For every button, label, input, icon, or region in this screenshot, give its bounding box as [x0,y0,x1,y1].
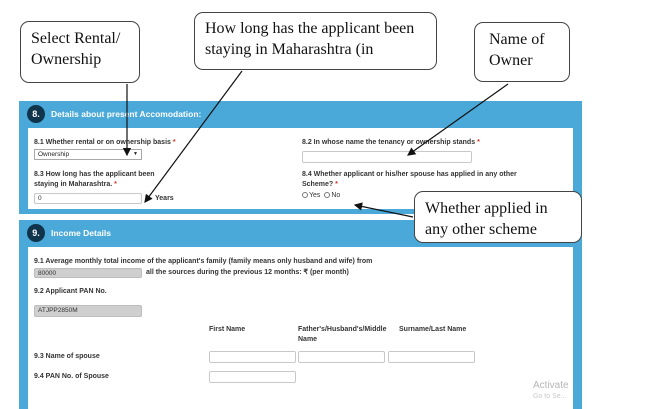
section-number-badge: 8. [27,105,45,123]
section-number-badge: 9. [27,224,45,242]
q94-label: 9.4 PAN No. of Spouse [34,373,109,380]
arrow-owner [407,83,509,156]
activate-watermark-sub: Go to Se... [533,393,567,400]
accommodation-title: Details about present Accomodation: [51,109,202,119]
spouse-first-name-input[interactable] [209,351,296,363]
rental-ownership-select[interactable]: Ownership▼ [34,149,142,160]
accommodation-body: 8.1 Whether rental or on ownership basis… [28,128,573,209]
q81-label: 8.1 Whether rental or on ownership basis… [34,139,176,146]
owner-name-input[interactable] [302,151,472,163]
accommodation-header: 8. Details about present Accomodation: [19,101,582,127]
callout-other-scheme: Whether applied in any other scheme [414,191,582,243]
callout-duration: How long has the applicant been staying … [194,12,437,70]
monthly-income-input[interactable]: 80000 [34,268,142,278]
q82-label: 8.2 In whose name the tenancy or ownersh… [302,139,480,146]
spouse-surname-input[interactable] [388,351,475,363]
accommodation-section: 8. Details about present Accomodation: 8… [19,101,582,214]
chevron-down-icon: ▼ [133,151,138,157]
radio-yes[interactable]: Yes [302,192,320,199]
income-title: Income Details [51,228,111,238]
col-middle-name: Father's/Husband's/Middle Name [298,326,387,343]
other-scheme-radio-group: Yes No [302,191,340,201]
q83-label: 8.3 How long has the applicant been stay… [34,171,155,188]
income-section: 9. Income Details 9.1 Average monthly to… [19,220,582,409]
radio-no[interactable]: No [324,192,340,199]
spouse-middle-name-input[interactable] [298,351,385,363]
applicant-pan-input[interactable]: ATJPP2850M [34,305,142,317]
activate-watermark: Activate [533,380,569,391]
income-body: 9.1 Average monthly total income of the … [28,247,573,409]
callout-rental-ownership: Select Rental/ Ownership [20,21,140,83]
q84-label: 8.4 Whether applicant or his/her spouse … [302,171,517,188]
arrow-scheme [353,202,414,218]
years-in-maharashtra-input[interactable]: 0 [34,193,142,204]
years-unit-label: Years [155,195,174,202]
col-surname: Surname/Last Name [399,326,467,333]
q91-label: 9.1 Average monthly total income of the … [34,258,373,265]
arrow-duration [144,70,243,203]
col-first-name: First Name [209,326,246,333]
q93-label: 9.3 Name of spouse [34,353,100,360]
callout-owner-name: Name of Owner [474,22,570,82]
income-header: 9. Income Details [19,220,582,246]
q92-label: 9.2 Applicant PAN No. [34,288,107,295]
spouse-pan-input[interactable] [209,371,296,383]
q91-suffix: all the sources during the previous 12 m… [146,269,349,276]
